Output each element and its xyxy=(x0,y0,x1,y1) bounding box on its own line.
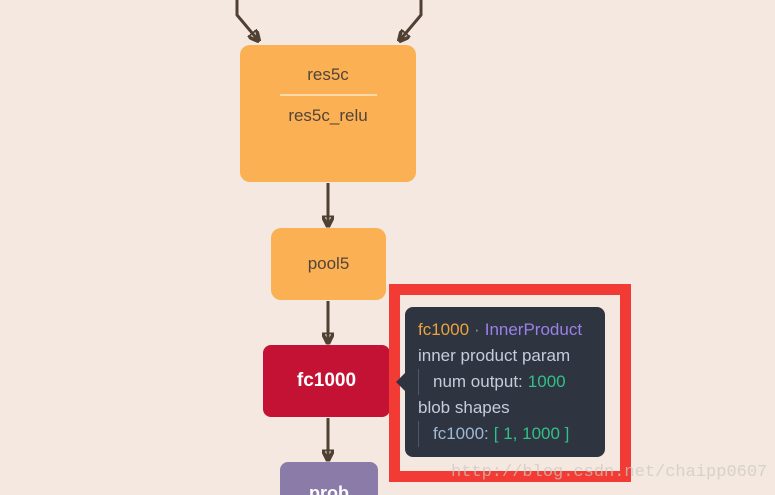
node-divider xyxy=(279,94,377,96)
layer-details-tooltip: fc1000·InnerProduct inner product param … xyxy=(396,307,605,457)
tooltip-blobs-heading: blob shapes xyxy=(418,398,510,417)
tooltip-param-value: 1000 xyxy=(527,372,566,391)
red-highlight-annotation-box xyxy=(389,284,631,482)
node-fc1000-label: fc1000 xyxy=(296,370,357,391)
node-pool5-label: pool5 xyxy=(307,254,350,273)
csdn-watermark: http://blog.csdn.net/chaipp0607 xyxy=(451,463,768,482)
edge-into-res5c-right xyxy=(400,0,423,40)
node-pool5[interactable]: pool5 xyxy=(271,228,386,300)
tooltip-param-row: num output:1000 xyxy=(418,369,599,395)
node-prob-label: prob xyxy=(309,482,349,495)
tooltip-title-separator: · xyxy=(474,320,480,339)
node-res5c[interactable]: res5c res5c_relu xyxy=(240,45,416,182)
node-res5c-label: res5c xyxy=(307,65,349,84)
node-res5c-sublabel: res5c_relu xyxy=(288,106,368,125)
tooltip-blob-value: [ 1, 1000 ] xyxy=(493,424,570,443)
tooltip-left-caret xyxy=(396,372,406,392)
tooltip-layer-type: InnerProduct xyxy=(484,320,583,339)
node-prob[interactable]: prob xyxy=(280,462,378,495)
tooltip-blob-row: fc1000:[ 1, 1000 ] xyxy=(418,421,599,447)
tooltip-title: fc1000·InnerProduct xyxy=(418,317,599,343)
edge-into-res5c-left xyxy=(235,0,258,40)
tooltip-blob-label: fc1000: xyxy=(433,424,489,443)
tooltip-layer-name: fc1000 xyxy=(418,320,470,339)
tooltip-param-heading: inner product param xyxy=(418,346,571,365)
tooltip-param-label: num output: xyxy=(433,372,523,391)
node-fc1000[interactable]: fc1000 xyxy=(263,345,390,417)
